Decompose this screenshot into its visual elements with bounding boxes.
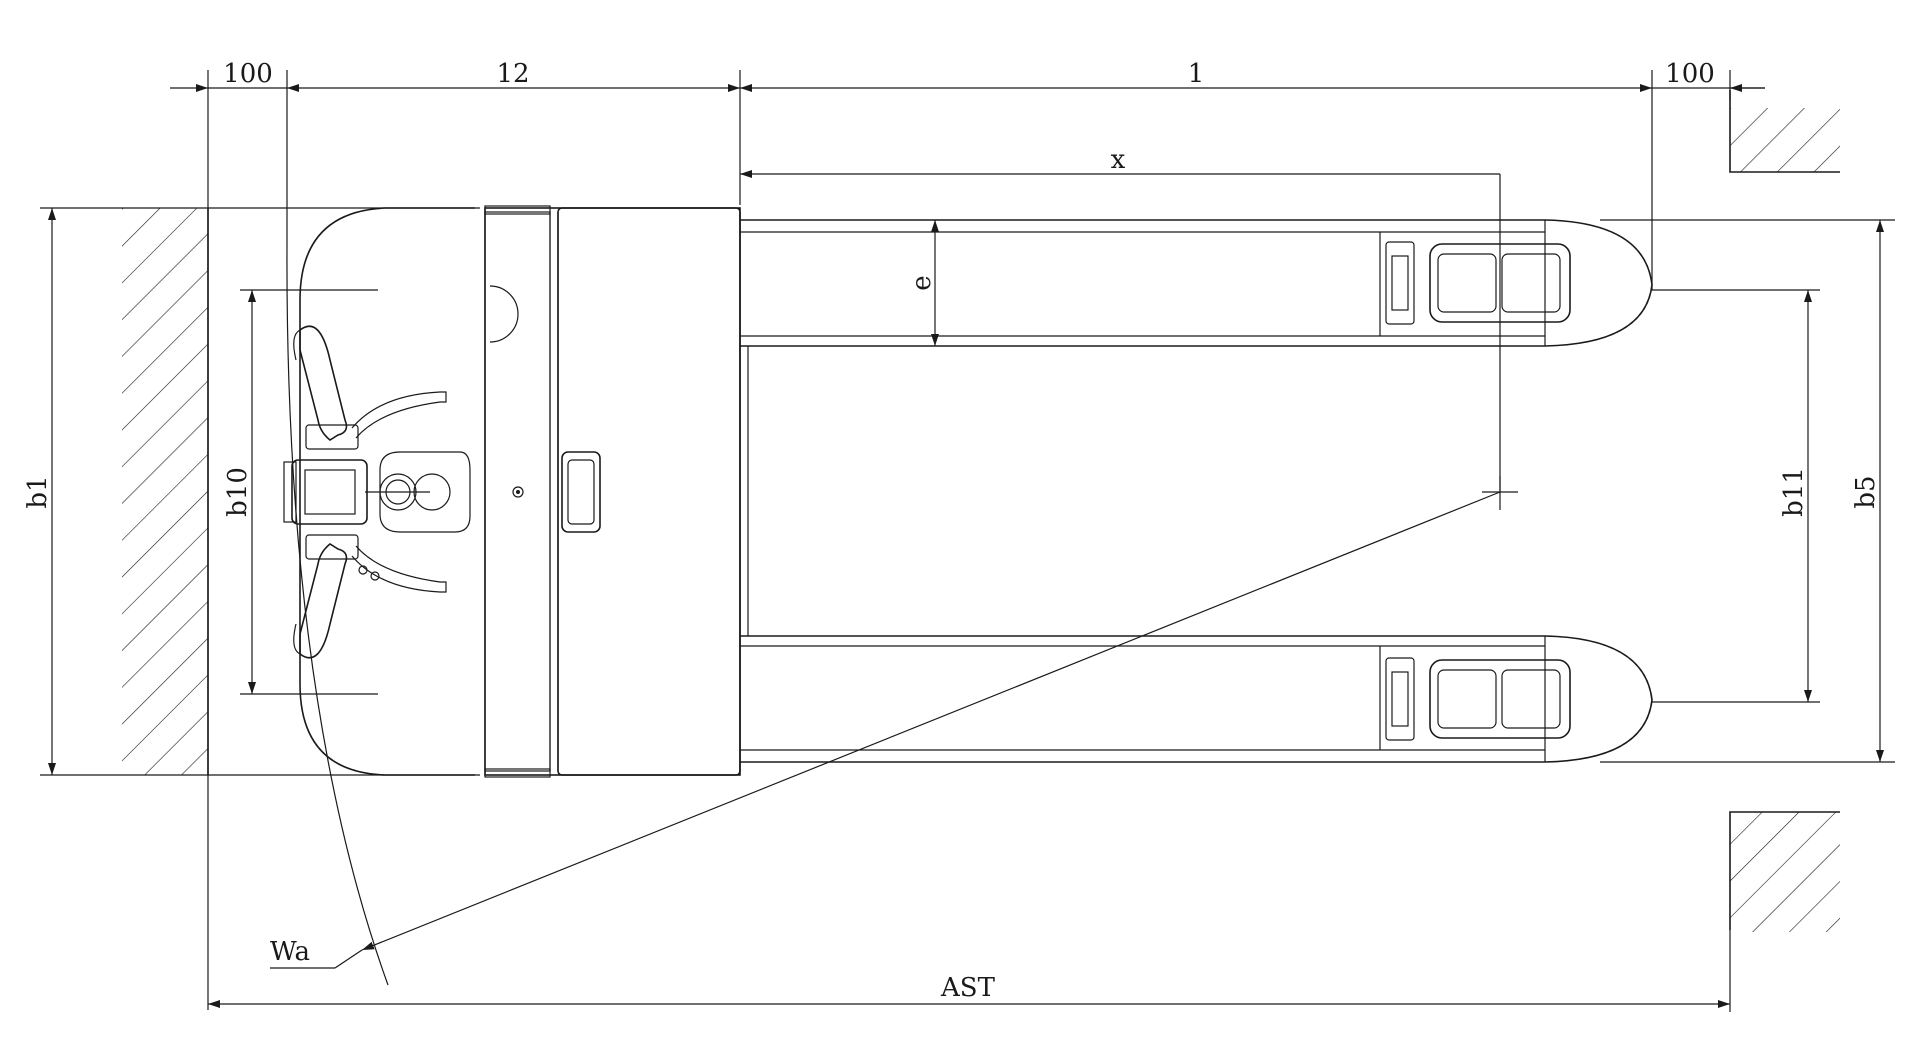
dim-fork-width-e: e [907, 275, 937, 290]
upper-fork [740, 219, 1653, 347]
dim-segment-l1: 1 [1188, 59, 1205, 89]
load-center-dimension [740, 170, 1501, 492]
dim-clearance-right: 100 [1665, 59, 1715, 89]
dim-wheel-track-b10: b10 [223, 467, 253, 517]
dim-fork-outer-b5: b5 [1851, 475, 1881, 508]
dim-segment-l2: 12 [496, 59, 529, 89]
aisle-width-dimension [208, 930, 1731, 1012]
b5-dimension [1600, 219, 1895, 763]
right-wall-bottom [1729, 811, 1840, 932]
top-dimension-chain [170, 70, 1765, 1010]
b10-dimension [240, 289, 378, 695]
tiller-handle [283, 325, 471, 659]
load-center-mark [1482, 476, 1518, 510]
right-wall-top [1729, 90, 1840, 173]
dim-overall-width-b1: b1 [23, 475, 53, 508]
left-wall [122, 208, 209, 775]
turning-radius [270, 244, 1501, 986]
lower-fork [740, 635, 1653, 763]
dim-load-center-x: x [1111, 145, 1126, 175]
dim-turning-radius-wa: Wa [270, 937, 310, 967]
dim-clearance-left: 100 [223, 59, 273, 89]
b11-dimension [1652, 289, 1820, 703]
truck-body [299, 205, 741, 778]
dim-fork-spread-b11: b11 [1779, 467, 1809, 517]
dim-aisle-width-ast: AST [940, 973, 996, 1003]
